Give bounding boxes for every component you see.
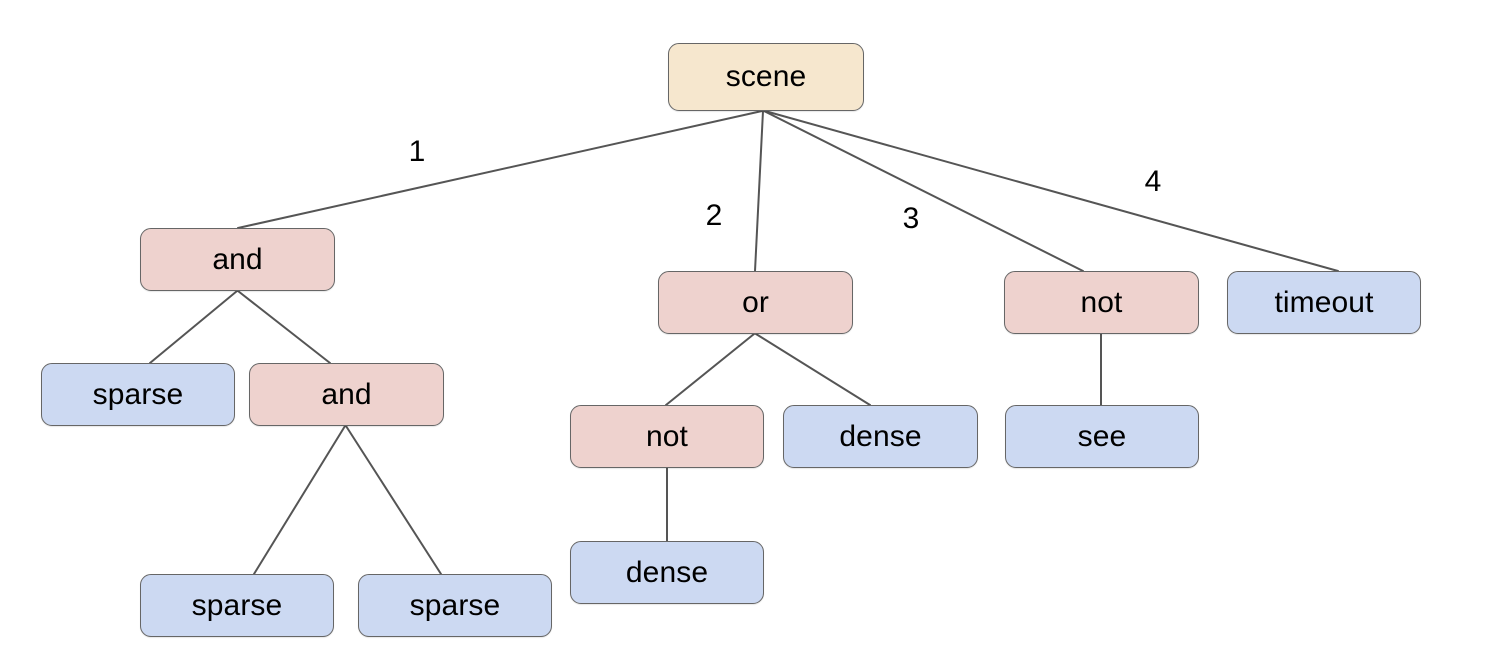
tree-node-and1[interactable]: and [140, 228, 335, 291]
tree-edge [237, 110, 763, 229]
tree-node-or1[interactable]: or [658, 271, 853, 334]
tree-edge [237, 290, 331, 364]
edge-label-2: 2 [705, 199, 723, 232]
tree-edge [763, 110, 1084, 272]
tree-node-see1[interactable]: see [1005, 405, 1199, 468]
edge-label-1: 1 [408, 135, 426, 168]
tree-node-not2[interactable]: not [1004, 271, 1199, 334]
tree-edge [149, 290, 238, 364]
tree-node-sparse1[interactable]: sparse [41, 363, 235, 426]
tree-node-not1[interactable]: not [570, 405, 764, 468]
edge-label-4: 4 [1144, 165, 1162, 198]
tree-node-and2[interactable]: and [249, 363, 444, 426]
tree-node-scene[interactable]: scene [668, 43, 864, 111]
tree-node-dense1[interactable]: dense [783, 405, 978, 468]
tree-edge [253, 425, 346, 575]
tree-edge [345, 425, 442, 575]
tree-edge [764, 110, 1339, 272]
tree-edge [755, 333, 871, 406]
tree-node-timeout1[interactable]: timeout [1227, 271, 1421, 334]
tree-node-sparse2[interactable]: sparse [140, 574, 334, 637]
tree-node-sparse3[interactable]: sparse [358, 574, 552, 637]
edge-label-3: 3 [902, 202, 920, 235]
tree-edge [754, 110, 764, 272]
tree-edge [665, 333, 755, 406]
tree-node-dense2[interactable]: dense [570, 541, 764, 604]
